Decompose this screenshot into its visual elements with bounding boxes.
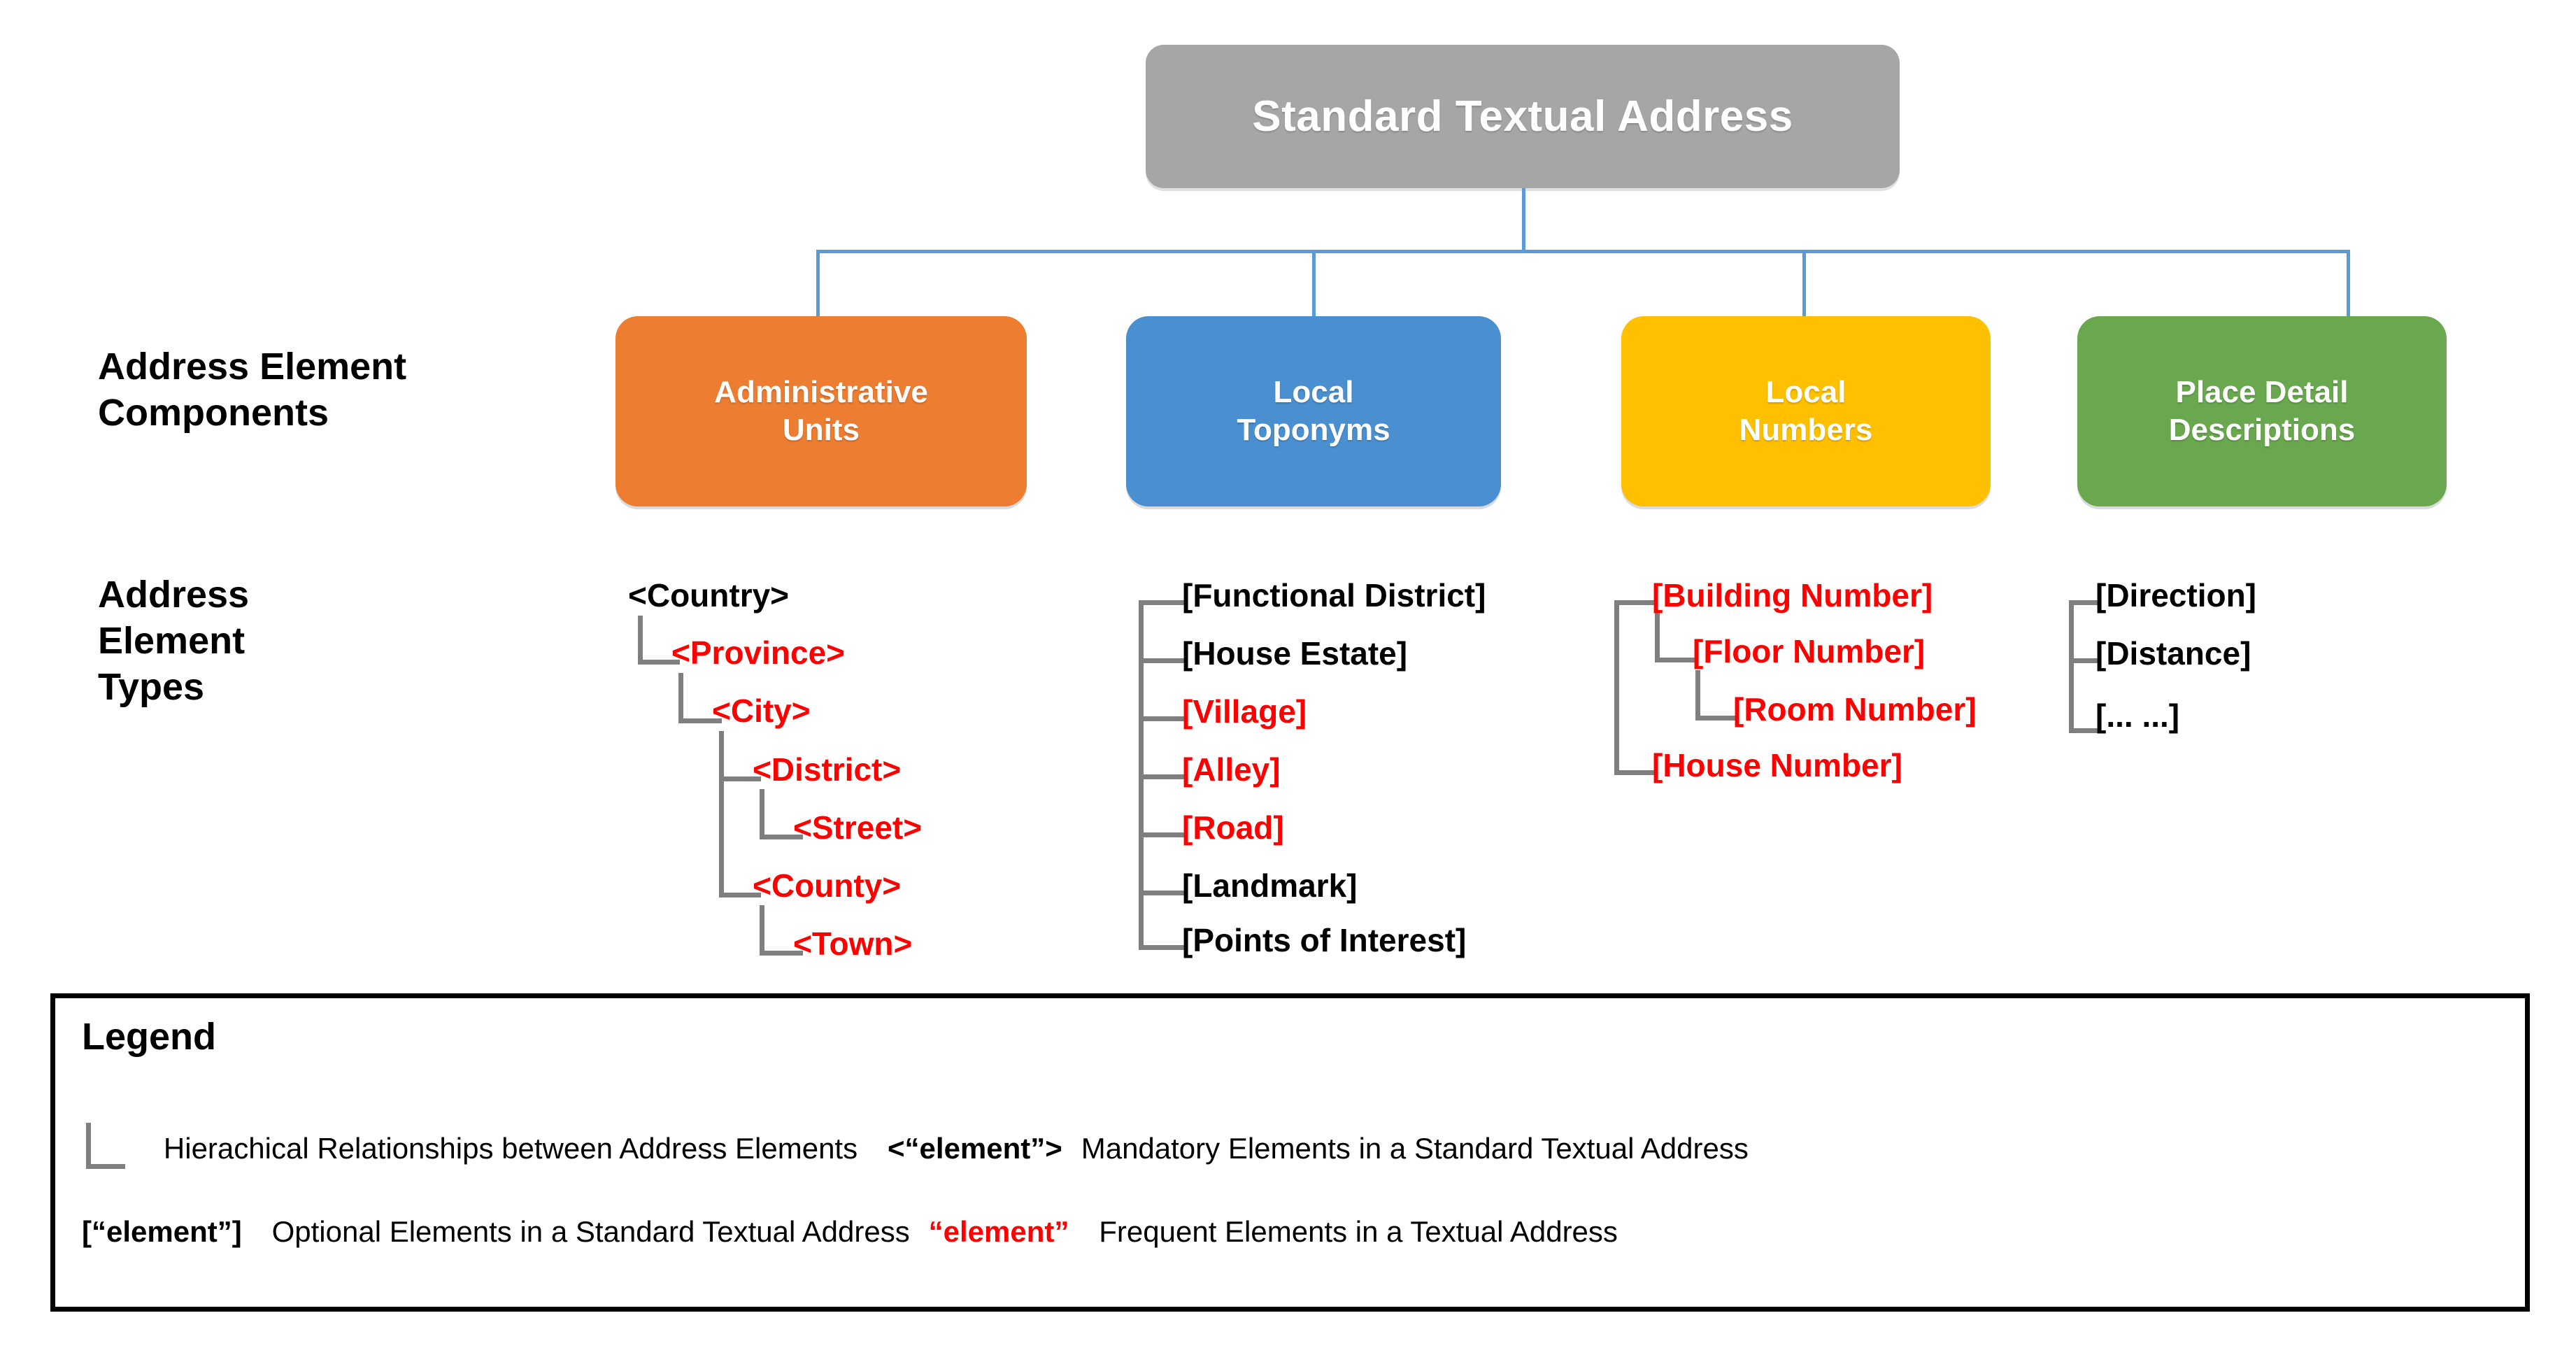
tree-line-toponyms-tick-3 <box>1139 716 1185 721</box>
tree-line-district-elbow <box>760 835 803 839</box>
row-label-address-element-components: Address Element Components <box>98 344 553 437</box>
tree-node-direction[interactable]: [Direction] <box>2095 577 2256 613</box>
tree-node-province[interactable]: <Province> <box>671 634 846 671</box>
tree-line-floor-elbow <box>1695 716 1736 721</box>
tree-line-county-down <box>760 905 764 956</box>
legend-text-mandatory: Mandatory Elements in a Standard Textual… <box>1081 1132 1749 1165</box>
tree-line-numbers-tick-house <box>1614 770 1656 775</box>
tree-node-house-estate[interactable]: [House Estate] <box>1182 635 1408 672</box>
tree-line-city-to-district <box>719 776 761 781</box>
tree-node-street[interactable]: <Street> <box>793 809 923 846</box>
tree-node-landmark[interactable]: [Landmark] <box>1182 867 1358 904</box>
tree-node-house-number[interactable]: [House Number] <box>1652 747 1902 783</box>
tree-line-city-down <box>719 731 724 898</box>
row-label-types-text: Address Element Types <box>98 574 250 708</box>
category-label-local-numbers: Local Numbers <box>1739 375 1873 447</box>
row-label-components-text: Address Element Components <box>98 346 407 434</box>
root-node-label: Standard Textual Address <box>1252 92 1793 141</box>
tree-line-toponyms-tick-1 <box>1139 600 1185 605</box>
tree-line-place-tick-2 <box>2069 658 2098 663</box>
connector-branch-3 <box>1802 250 1806 316</box>
tree-node-village[interactable]: [Village] <box>1182 693 1307 730</box>
tree-line-county-elbow <box>760 951 803 956</box>
category-box-administrative-units[interactable]: Administrative Units <box>615 316 1027 506</box>
connector-branch-2 <box>1312 250 1316 316</box>
tree-node-points-of-interest[interactable]: [Points of Interest] <box>1182 922 1467 958</box>
tree-line-place-tick-1 <box>2069 600 2098 605</box>
connector-root-vertical <box>1522 188 1525 252</box>
tree-node-distance[interactable]: [Distance] <box>2095 635 2251 672</box>
tree-line-place-tick-3 <box>2069 728 2098 733</box>
tree-line-floor-down <box>1695 670 1700 721</box>
tree-node-floor-number[interactable]: [Floor Number] <box>1693 633 1926 669</box>
tree-node-functional-district[interactable]: [Functional District] <box>1182 577 1486 613</box>
tree-line-numbers-spine <box>1614 600 1619 775</box>
legend-symbol-mandatory: <“element”> <box>888 1132 1062 1165</box>
tree-line-country-elbow <box>638 660 680 665</box>
tree-line-toponyms-tick-7 <box>1139 945 1185 950</box>
legend-symbol-optional: [“element”] <box>82 1215 242 1248</box>
tree-line-province-down <box>678 673 683 723</box>
legend-row-hierarchical: Hierachical Relationships between Addres… <box>82 1123 1749 1175</box>
tree-line-toponyms-tick-6 <box>1139 891 1185 895</box>
category-label-place-detail-descriptions: Place Detail Descriptions <box>2168 375 2356 447</box>
row-label-address-element-types: Address Element Types <box>98 572 490 711</box>
tree-node-country[interactable]: <Country> <box>628 577 790 613</box>
tree-line-toponyms-tick-4 <box>1139 774 1185 779</box>
category-box-local-toponyms[interactable]: Local Toponyms <box>1126 316 1501 506</box>
tree-line-numbers-tick-building <box>1614 600 1656 605</box>
tree-line-city-to-county <box>719 893 761 898</box>
connector-branch-1 <box>816 250 820 316</box>
tree-node-town[interactable]: <Town> <box>793 925 913 962</box>
legend-text-optional: Optional Elements in a Standard Textual … <box>271 1215 910 1248</box>
tree-node-road[interactable]: [Road] <box>1182 809 1284 846</box>
legend-symbol-frequent: “element” <box>928 1215 1069 1248</box>
tree-line-province-elbow <box>678 718 722 723</box>
tree-line-place-spine <box>2069 600 2074 733</box>
tree-line-country-down <box>638 616 643 665</box>
tree-line-toponyms-tick-2 <box>1139 658 1185 663</box>
tree-node-city[interactable]: <City> <box>712 693 811 729</box>
tree-node-ellipsis[interactable]: [... ...] <box>2095 697 2180 734</box>
category-box-local-numbers[interactable]: Local Numbers <box>1621 316 1991 506</box>
tree-node-alley[interactable]: [Alley] <box>1182 751 1281 788</box>
tree-line-building-elbow <box>1655 658 1695 662</box>
tree-line-toponyms-tick-5 <box>1139 832 1185 837</box>
category-box-place-detail-descriptions[interactable]: Place Detail Descriptions <box>2077 316 2447 506</box>
root-node-standard-textual-address[interactable]: Standard Textual Address <box>1146 45 1900 188</box>
connector-horizontal-bus <box>816 250 2349 253</box>
legend-row-optional-frequent: [“element”] Optional Elements in a Stand… <box>82 1215 1618 1249</box>
category-label-local-toponyms: Local Toponyms <box>1237 375 1390 447</box>
connector-branch-4 <box>2347 250 2350 316</box>
legend-text-hierarchical: Hierachical Relationships between Addres… <box>163 1132 858 1165</box>
legend-panel: Legend Hierachical Relationships between… <box>50 993 2530 1312</box>
hierarchy-bracket-icon <box>82 1123 134 1175</box>
tree-line-building-down <box>1655 612 1660 662</box>
tree-node-county[interactable]: <County> <box>753 867 902 904</box>
tree-node-building-number[interactable]: [Building Number] <box>1652 577 1933 613</box>
tree-node-district[interactable]: <District> <box>753 751 902 788</box>
tree-line-district-down <box>760 789 764 839</box>
category-label-administrative-units: Administrative Units <box>714 375 928 447</box>
legend-title: Legend <box>82 1016 217 1058</box>
tree-node-room-number[interactable]: [Room Number] <box>1733 691 1977 728</box>
legend-text-frequent: Frequent Elements in a Textual Address <box>1099 1215 1618 1248</box>
